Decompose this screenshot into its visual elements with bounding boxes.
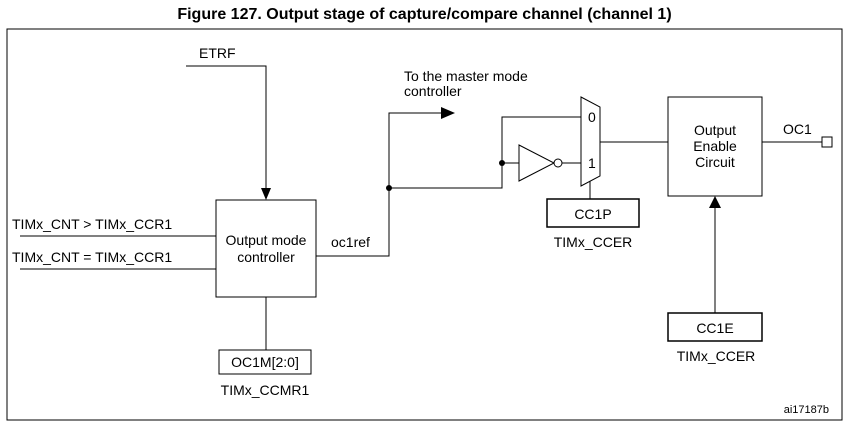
- output-mode-label-2: controller: [237, 249, 295, 265]
- master-mode-arrowhead: [441, 107, 455, 119]
- etrf-label: ETRF: [199, 45, 236, 61]
- oc1ref-to-mux-wire: [389, 163, 503, 189]
- figure-id: ai17187b: [784, 404, 829, 416]
- timx-ccer-label-2: TIMx_CCER: [677, 348, 756, 364]
- cc1e-register: [667, 312, 763, 342]
- etrf-arrowhead: [261, 188, 271, 200]
- cc1p-label: CC1P: [574, 206, 611, 222]
- oc1m-label: OC1M[2:0]: [231, 354, 299, 370]
- timx-ccer-label-1: TIMx_CCER: [554, 234, 633, 250]
- cc1p-register: [546, 198, 640, 228]
- timx-ccmr1-label: TIMx_CCMR1: [221, 382, 310, 398]
- cc1e-arrowhead: [709, 196, 721, 208]
- output-enable-label-2: Enable: [693, 138, 737, 154]
- mux-input0-wire: [501, 116, 581, 163]
- oc1-pin: [821, 136, 833, 148]
- oc1-label: OC1: [783, 121, 812, 137]
- output-mode-label-1: Output mode: [226, 232, 307, 248]
- cnt-eq-label: TIMx_CNT = TIMx_CCR1: [12, 249, 172, 265]
- mux-input0-label: 0: [588, 109, 596, 125]
- output-enable-label-1: Output: [694, 122, 736, 138]
- cnt-gt-label: TIMx_CNT > TIMx_CCR1: [12, 216, 172, 232]
- output-enable-circuit: [667, 96, 763, 197]
- inverter-bubble: [553, 158, 563, 168]
- inverter-gate: [518, 144, 556, 182]
- oc1ref-label: oc1ref: [331, 234, 370, 250]
- etrf-wire: [186, 65, 267, 192]
- figure-title: Figure 127. Output stage of capture/comp…: [177, 6, 672, 23]
- diagram-frame: [6, 28, 843, 421]
- oc1m-register: [218, 349, 312, 375]
- master-mode-wire: [388, 112, 441, 188]
- output-enable-label-3: Circuit: [695, 154, 735, 170]
- master-mode-label-1: To the master mode: [404, 68, 528, 84]
- master-mode-label-2: controller: [404, 83, 462, 99]
- output-mode-controller: [215, 199, 317, 298]
- mux-input1-label: 1: [588, 155, 596, 171]
- output-polarity-mux: [580, 96, 601, 187]
- oc1ref-wire: [316, 188, 390, 257]
- cc1e-label: CC1E: [696, 320, 733, 336]
